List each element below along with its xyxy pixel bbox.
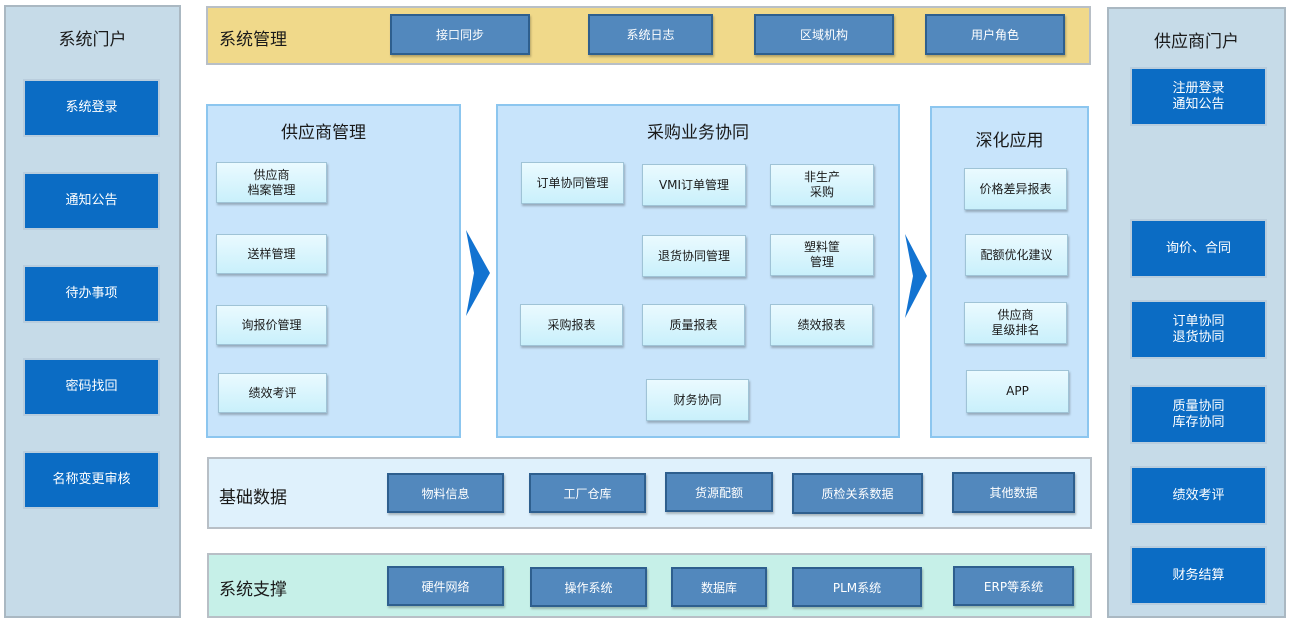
finance-settlement-button[interactable]: 财务结算 [1130,546,1267,605]
system-support-title: 系统支撑 [219,580,287,600]
chevron-right-icon [466,230,490,316]
order-return-collab-button[interactable]: 订单协同 退货协同 [1130,300,1267,359]
system-portal-title: 系统门户 [58,30,127,50]
other-data-button[interactable]: 其他数据 [952,472,1075,513]
procurement-collaboration-title: 采购业务协同 [647,123,749,143]
password-recovery-button[interactable]: 密码找回 [23,358,160,416]
system-management-title: 系统管理 [219,30,287,50]
operating-system-button[interactable]: 操作系统 [530,567,647,607]
supplier-portal-title: 供应商门户 [1154,32,1239,52]
notice-button[interactable]: 通知公告 [23,172,160,230]
inquiry-contract-button[interactable]: 询价、合同 [1130,219,1267,278]
supplier-star-ranking-button[interactable]: 供应商 星级排名 [964,302,1067,344]
finance-collab-button[interactable]: 财务协同 [646,379,749,421]
system-log-button[interactable]: 系统日志 [588,14,713,55]
todo-items-button[interactable]: 待办事项 [23,265,160,323]
deep-application-title: 深化应用 [975,131,1044,151]
app-button[interactable]: APP [966,370,1069,413]
basic-data-title: 基础数据 [219,488,287,508]
vmi-order-management-button[interactable]: VMI订单管理 [642,164,746,206]
supplier-archive-button[interactable]: 供应商 档案管理 [216,162,327,203]
quotation-management-button[interactable]: 询报价管理 [216,305,327,345]
plm-system-button[interactable]: PLM系统 [792,567,922,607]
quality-report-button[interactable]: 质量报表 [642,304,745,346]
quota-optimization-button[interactable]: 配额优化建议 [965,234,1068,276]
basic-data-bar: 基础数据 [207,457,1092,529]
performance-report-button[interactable]: 绩效报表 [770,304,873,346]
user-role-button[interactable]: 用户角色 [925,14,1065,55]
return-collab-management-button[interactable]: 退货协同管理 [642,235,746,277]
erp-systems-button[interactable]: ERP等系统 [953,566,1074,606]
interface-sync-button[interactable]: 接口同步 [390,14,530,55]
region-org-button[interactable]: 区域机构 [754,14,894,55]
supplier-management-title: 供应商管理 [281,123,366,143]
chevron-right-icon [905,234,927,318]
name-change-review-button[interactable]: 名称变更审核 [23,451,160,509]
system-support-bar: 系统支撑 [207,553,1092,618]
material-info-button[interactable]: 物料信息 [387,473,504,513]
sample-management-button[interactable]: 送样管理 [216,234,327,274]
non-production-procurement-button[interactable]: 非生产 采购 [770,164,874,206]
source-quota-button[interactable]: 货源配额 [665,472,773,512]
quality-inventory-collab-button[interactable]: 质量协同 库存协同 [1130,385,1267,444]
factory-warehouse-button[interactable]: 工厂仓库 [529,473,646,513]
plastic-crate-management-button[interactable]: 塑料筐 管理 [770,234,874,276]
register-notice-button[interactable]: 注册登录 通知公告 [1130,67,1267,126]
supplier-performance-button[interactable]: 绩效考评 [218,373,327,413]
database-button[interactable]: 数据库 [671,567,767,607]
order-collab-management-button[interactable]: 订单协同管理 [521,162,624,204]
quality-relation-data-button[interactable]: 质检关系数据 [792,473,923,514]
procurement-report-button[interactable]: 采购报表 [520,304,623,346]
hardware-network-button[interactable]: 硬件网络 [387,566,504,606]
system-login-button[interactable]: 系统登录 [23,79,160,137]
performance-eval-button[interactable]: 绩效考评 [1130,466,1267,525]
price-difference-report-button[interactable]: 价格差异报表 [964,168,1067,210]
